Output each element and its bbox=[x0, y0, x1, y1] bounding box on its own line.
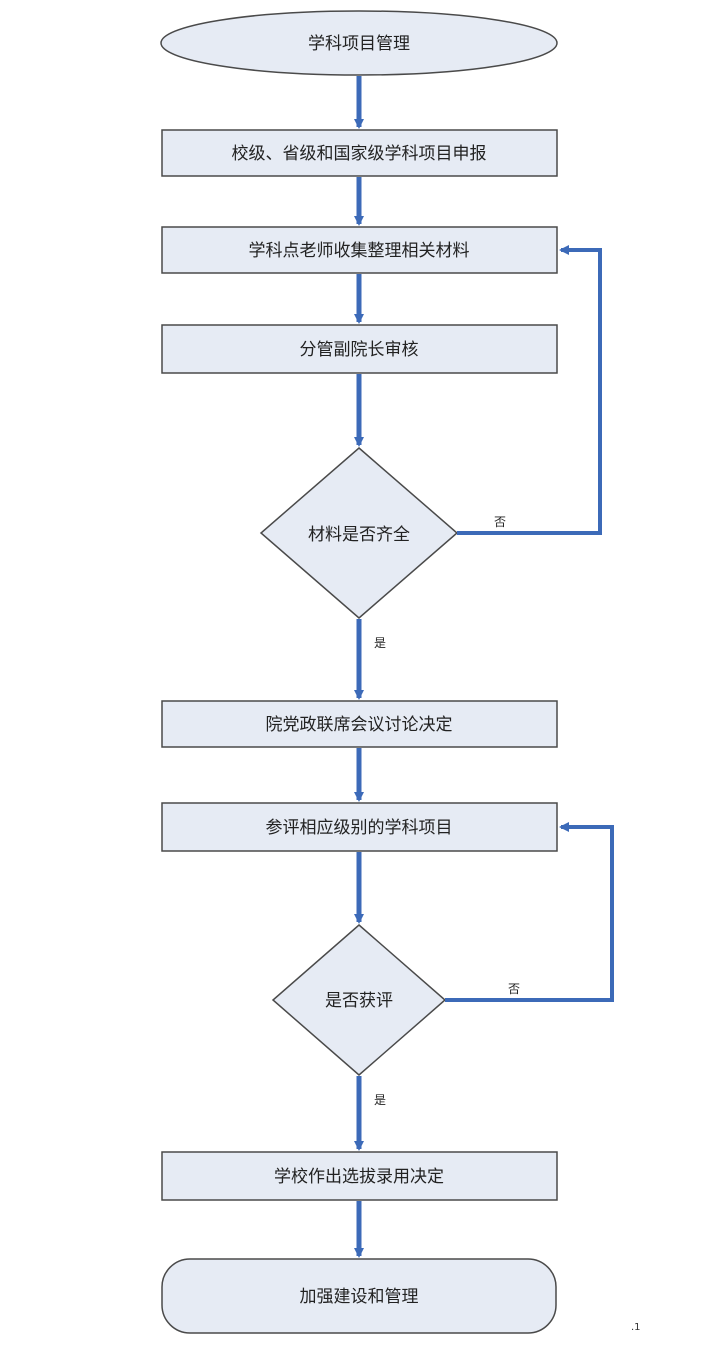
committee-node-label: 院党政联席会议讨论决定 bbox=[266, 715, 453, 735]
materials-decision-node: 材料是否齐全 bbox=[259, 447, 459, 619]
materials-yes-label: 是 bbox=[374, 636, 386, 650]
arrow-materials-no-loop bbox=[457, 245, 602, 535]
collect-node: 学科点老师收集整理相关材料 bbox=[161, 226, 558, 274]
materials-no-label: 否 bbox=[494, 515, 506, 529]
awarded-decision-node: 是否获评 bbox=[271, 924, 447, 1076]
participate-node-label: 参评相应级别的学科项目 bbox=[266, 818, 453, 838]
arrow-awarded-no-loop bbox=[445, 822, 614, 1002]
apply-node-label: 校级、省级和国家级学科项目申报 bbox=[232, 144, 487, 164]
materials-decision-label: 材料是否齐全 bbox=[308, 525, 410, 545]
review-node: 分管副院长审核 bbox=[161, 324, 558, 374]
apply-node: 校级、省级和国家级学科项目申报 bbox=[161, 129, 558, 177]
committee-node: 院党政联席会议讨论决定 bbox=[161, 700, 558, 748]
end-node-label: 加强建设和管理 bbox=[300, 1287, 419, 1307]
start-node: 学科项目管理 bbox=[160, 10, 558, 76]
awarded-yes-label: 是 bbox=[374, 1093, 386, 1107]
participate-node: 参评相应级别的学科项目 bbox=[161, 802, 558, 852]
start-node-label: 学科项目管理 bbox=[308, 34, 410, 54]
review-node-label: 分管副院长审核 bbox=[300, 340, 419, 360]
school-decision-node: 学校作出选拔录用决定 bbox=[161, 1151, 558, 1201]
stray-mark: .1 bbox=[631, 1322, 641, 1333]
awarded-no-label: 否 bbox=[508, 982, 520, 996]
awarded-decision-label: 是否获评 bbox=[325, 991, 393, 1011]
end-node: 加强建设和管理 bbox=[161, 1258, 557, 1334]
school-decision-node-label: 学校作出选拔录用决定 bbox=[274, 1167, 444, 1187]
collect-node-label: 学科点老师收集整理相关材料 bbox=[249, 241, 470, 261]
